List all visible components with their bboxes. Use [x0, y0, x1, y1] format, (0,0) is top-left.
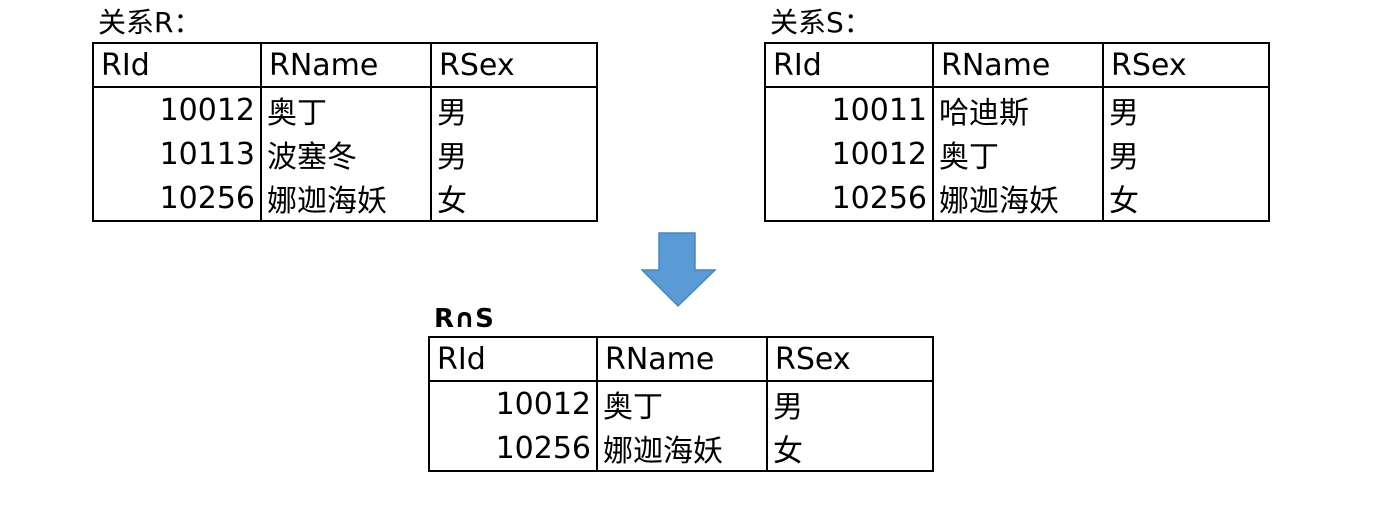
cell-rname: 奥丁: [932, 132, 1103, 176]
table-header-row: RId RName RSex: [765, 43, 1269, 88]
cell-rsex: 女: [766, 426, 933, 471]
cell-rsex: 男: [766, 381, 933, 426]
cell-rsex: 男: [1102, 132, 1269, 176]
cell-rname: 娜迦海妖: [596, 426, 767, 471]
cell-rname: 波塞冬: [260, 132, 431, 176]
cell-rname: 娜迦海妖: [932, 176, 1103, 221]
column-header-rsex: RSex: [766, 337, 933, 382]
relation-s-title: 关系S：: [770, 6, 872, 39]
table-header-row: RId RName RSex: [93, 43, 597, 88]
column-header-rname: RName: [932, 43, 1103, 88]
table-row: 10012 奥丁 男: [93, 87, 597, 132]
cell-rsex: 男: [1102, 87, 1269, 132]
cell-rsex: 女: [430, 176, 597, 221]
down-arrow-shape: [641, 232, 717, 308]
result-table: RId RName RSex 10012 奥丁 男 10256 娜迦海妖 女: [428, 336, 934, 472]
cell-rid: 10256: [495, 430, 591, 466]
column-header-rname: RName: [596, 337, 767, 382]
column-header-rname: RName: [260, 43, 431, 88]
cell-rid: 10012: [831, 136, 927, 172]
cell-rname: 哈迪斯: [932, 87, 1103, 132]
cell-rid: 10256: [159, 180, 255, 216]
down-arrow-icon: [641, 232, 717, 308]
column-header-rsex: RSex: [430, 43, 597, 88]
table-row: 10113 波塞冬 男: [93, 132, 597, 176]
table-row: 10256 娜迦海妖 女: [429, 426, 933, 471]
result-title: R∩S: [434, 304, 494, 334]
cell-rid: 10256: [831, 180, 927, 216]
cell-rname: 娜迦海妖: [260, 176, 431, 221]
column-header-rsex: RSex: [1102, 43, 1269, 88]
cell-rid: 10011: [831, 92, 927, 128]
cell-rname: 奥丁: [596, 381, 767, 426]
table-row: 10012 奥丁 男: [429, 381, 933, 426]
cell-rsex: 女: [1102, 176, 1269, 221]
cell-rid: 10113: [159, 136, 255, 172]
column-header-rid: RId: [429, 337, 597, 382]
table-row: 10012 奥丁 男: [765, 132, 1269, 176]
cell-rid: 10012: [495, 386, 591, 422]
table-row: 10256 娜迦海妖 女: [765, 176, 1269, 221]
column-header-rid: RId: [765, 43, 933, 88]
relation-r-title: 关系R：: [98, 6, 202, 39]
table-row: 10256 娜迦海妖 女: [93, 176, 597, 221]
cell-rname: 奥丁: [260, 87, 431, 132]
table-header-row: RId RName RSex: [429, 337, 933, 382]
cell-rid: 10012: [159, 92, 255, 128]
relation-r-table: RId RName RSex 10012 奥丁 男 10113 波塞冬 男 10…: [92, 42, 598, 222]
cell-rsex: 男: [430, 87, 597, 132]
table-row: 10011 哈迪斯 男: [765, 87, 1269, 132]
relation-s-table: RId RName RSex 10011 哈迪斯 男 10012 奥丁 男 10…: [764, 42, 1270, 222]
cell-rsex: 男: [430, 132, 597, 176]
column-header-rid: RId: [93, 43, 261, 88]
